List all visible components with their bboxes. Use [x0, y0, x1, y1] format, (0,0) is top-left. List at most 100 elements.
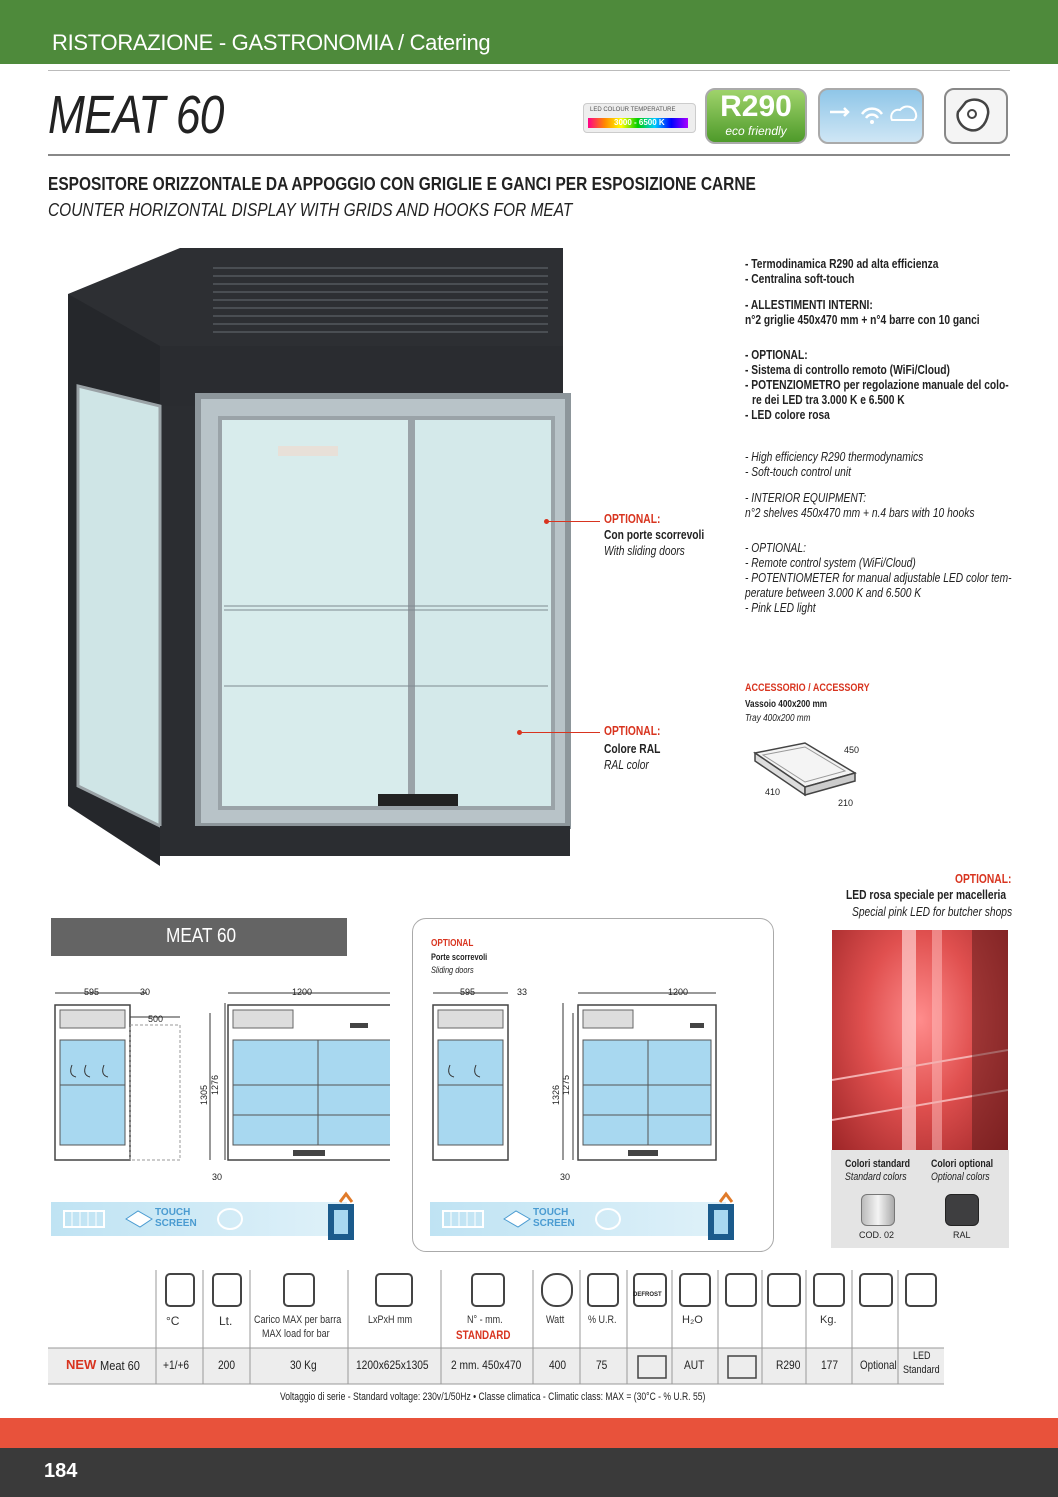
cell-water: AUT [684, 1358, 705, 1372]
th-litres: Lt. [219, 1314, 233, 1328]
colors-standard-en: Standard colors [845, 1171, 907, 1183]
th-humidity: % U.R. [588, 1314, 617, 1326]
feature-en-opt1: - Remote control system (WiFi/Cloud) [745, 556, 916, 570]
door-opening-icon-2 [708, 1191, 734, 1240]
dim-left-1276: 1276 [210, 1074, 221, 1096]
cell-led-2: Standard [903, 1364, 940, 1376]
cell-dimensions: 1200x625x1305 [356, 1358, 429, 1372]
accessory-it: Vassoio 400x200 mm [745, 699, 828, 710]
door-opening-icon [328, 1191, 354, 1240]
dim-right-1275: 1275 [561, 1074, 572, 1096]
doors-callout-dot [544, 519, 549, 524]
feature-it-opt2: - POTENZIOMETRO per regolazione manuale … [745, 378, 1009, 392]
wifi-cloud-badge [818, 88, 924, 144]
th-temperature: °C [166, 1314, 180, 1328]
touch-screen-icon-2 [503, 1210, 531, 1228]
dim-right-595: 595 [460, 987, 476, 997]
th-grids: N° - mm. [467, 1314, 503, 1326]
pink-led-photo [831, 930, 1009, 1154]
drawing-optional-en: Sliding doors [431, 965, 474, 975]
row-new-badge: NEW [66, 1357, 97, 1372]
dim-left-595: 595 [84, 987, 100, 997]
r290-badge: R290 eco friendly [705, 88, 807, 144]
feature-en-opt2: - POTENTIOMETER for manual adjustable LE… [745, 571, 1012, 585]
cell-max-load: 30 Kg [290, 1358, 317, 1372]
r290-label: R290 [720, 90, 792, 123]
feature-it-interni-text: n°2 griglie 450x470 mm + n°4 barre con 1… [745, 313, 980, 327]
feature-it-1: - Termodinamica R290 ad alta efficienza [745, 257, 939, 271]
ral-callout-it: Colore RAL [604, 742, 661, 756]
swatch-ral [945, 1194, 979, 1226]
grid-shelf-icon [63, 1210, 105, 1228]
feature-en-opt2b: perature between 3.000 K and 6.500 K [745, 586, 922, 600]
drawing-optional-it: Porte scorrevoli [431, 952, 488, 962]
dim-left-1200: 1200 [292, 987, 313, 997]
cell-litres: 200 [218, 1358, 236, 1372]
page-number: 184 [44, 1460, 78, 1482]
ral-callout-head: OPTIONAL: [604, 724, 661, 738]
swatch-steel-code: COD. 02 [859, 1230, 895, 1240]
cell-temperature: +1/+6 [163, 1358, 190, 1372]
product-image [68, 248, 608, 886]
footnote: Voltaggio di serie - Standard voltage: 2… [280, 1391, 706, 1403]
pink-led-it: LED rosa speciale per macelleria [846, 888, 1007, 902]
cell-refrigerant: R290 [776, 1358, 801, 1372]
model-label: MEAT 60 [166, 925, 237, 947]
screen-label-sliding: SCREEN [533, 1218, 575, 1229]
dim-left-30: 30 [140, 987, 151, 997]
feature-it-opt2b: re dei LED tra 3.000 K e 6.500 K [752, 393, 905, 407]
ral-callout-dot [517, 730, 522, 735]
feature-it-optional-head: - OPTIONAL: [745, 348, 808, 362]
th-max-load-en: MAX load for bar [262, 1328, 330, 1340]
footer-dark-band [0, 1448, 1058, 1497]
row-model: Meat 60 [100, 1358, 140, 1373]
features-bar-standard [51, 1202, 347, 1236]
feature-it-opt1: - Sistema di controllo remoto (WiFi/Clou… [745, 363, 950, 377]
swatch-steel [861, 1194, 895, 1226]
drawing-optional-head: OPTIONAL [431, 938, 474, 949]
header-bar [0, 0, 1058, 64]
led-temperature-badge: LED COLOUR TEMPERATURE 3000 - 6500 K [583, 103, 696, 133]
eco-friendly-label: eco friendly [725, 124, 787, 138]
tray-drawing [753, 742, 857, 797]
features-bar-sliding [430, 1202, 726, 1236]
feature-en-1: - High efficiency R290 thermodynamics [745, 450, 924, 464]
touch-label-standard: TOUCH [155, 1207, 191, 1218]
colors-optional-it: Colori optional [931, 1158, 994, 1170]
pink-led-en: Special pink LED for butcher shops [852, 905, 1013, 919]
rotation-icon-2 [595, 1208, 621, 1230]
led-spectrum-strip [588, 118, 688, 128]
technical-drawing-sliding [432, 992, 717, 1161]
feature-it-interni-head: - ALLESTIMENTI INTERNI: [745, 298, 873, 312]
led-badge-caption: LED COLOUR TEMPERATURE [590, 107, 676, 113]
doors-callout-en: With sliding doors [604, 544, 685, 558]
accessory-en: Tray 400x200 mm [745, 713, 811, 724]
tray-dim-210: 210 [838, 798, 854, 808]
th-max-load-it: Carico MAX per barra [254, 1314, 342, 1326]
colors-standard-it: Colori standard [845, 1158, 911, 1170]
cell-weight: 177 [821, 1358, 839, 1372]
dim-right-1200: 1200 [668, 987, 689, 997]
meat-badge [944, 88, 1008, 144]
th-dimensions: LxPxH mm [368, 1314, 413, 1326]
feature-en-interior-head: - INTERIOR EQUIPMENT: [745, 491, 867, 505]
dim-left-1305: 1305 [199, 1084, 210, 1106]
title-rule [48, 154, 1010, 156]
feature-en-2: - Soft-touch control unit [745, 465, 851, 479]
dim-left-500: 500 [148, 1014, 164, 1024]
subtitle-english: COUNTER HORIZONTAL DISPLAY WITH GRIDS AN… [48, 200, 573, 220]
header-rule [48, 70, 1010, 71]
page-title: MEAT 60 [48, 85, 224, 145]
subtitle-italian: ESPOSITORE ORIZZONTALE DA APPOGGIO CON G… [48, 174, 756, 194]
tray-dim-450: 450 [844, 745, 860, 755]
th-water: H₂O [682, 1314, 703, 1326]
th-standard: STANDARD [456, 1328, 511, 1342]
cell-grids: 2 mm. 450x470 [451, 1358, 522, 1372]
feature-en-optional-head: - OPTIONAL: [745, 541, 806, 555]
model-label-box: MEAT 60 [51, 918, 347, 956]
feature-it-opt3: - LED colore rosa [745, 408, 830, 422]
cell-watt: 400 [549, 1358, 567, 1372]
rotation-icon [217, 1208, 243, 1230]
pink-led-head: OPTIONAL: [955, 872, 1012, 886]
optional-sliding-frame [412, 918, 774, 1252]
